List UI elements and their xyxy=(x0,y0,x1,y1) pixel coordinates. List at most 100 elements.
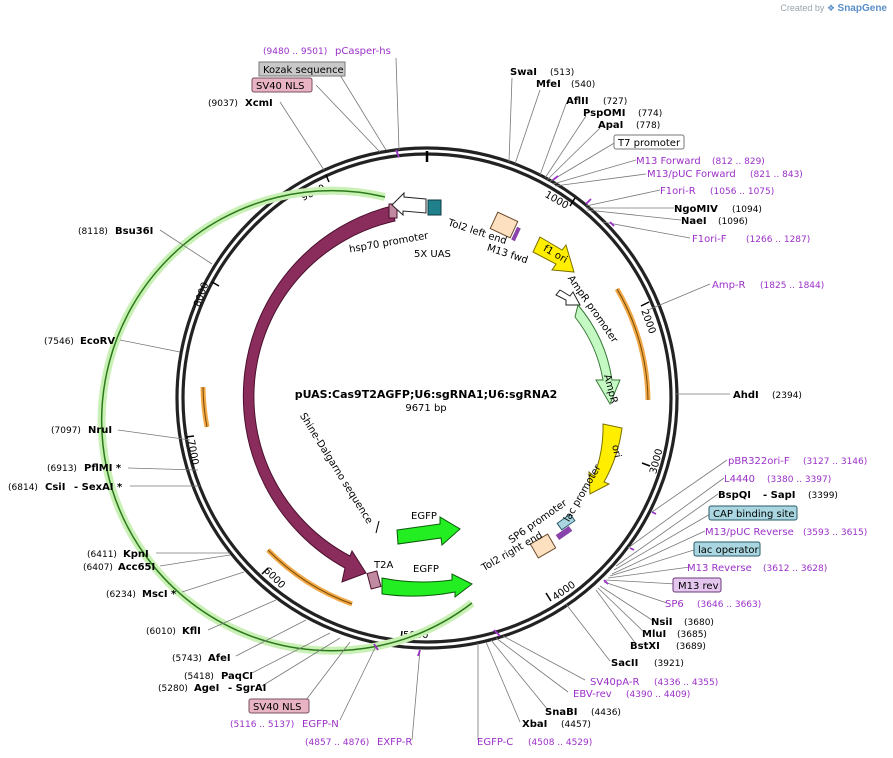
site-bsu36i-pos: (8118) xyxy=(78,227,108,237)
site-kfli-name[interactable]: KflI xyxy=(182,626,201,637)
cap-binding-box[interactable] xyxy=(708,505,798,521)
site-m13-reverse-name[interactable]: M13 Reverse xyxy=(687,563,752,574)
lac-operator-box[interactable] xyxy=(693,541,761,557)
tick-label-8000: 8000 xyxy=(192,281,211,309)
site-mfei-name[interactable]: MfeI xyxy=(536,79,561,90)
orange-band-egfp-line xyxy=(267,549,353,605)
cas9-feature[interactable] xyxy=(242,205,396,583)
site-m13-forward-name[interactable]: M13 Forward xyxy=(636,156,701,167)
ori-feature[interactable] xyxy=(588,423,623,495)
sv40-nls-box-top[interactable] xyxy=(251,77,313,93)
ampr-feature[interactable] xyxy=(574,303,621,406)
site-f1ori-f-pos: (1266 .. 1287) xyxy=(746,235,810,245)
site-m13puc-reverse-name[interactable]: M13/pUC Reverse xyxy=(705,527,794,538)
site-sp6-name[interactable]: SP6 xyxy=(665,599,684,610)
site-m13puc-forward-name[interactable]: M13/pUC Forward xyxy=(647,169,736,180)
site-csii-name[interactable]: CsiI xyxy=(45,482,65,493)
orange-band-ampr-line xyxy=(616,288,649,401)
site-ebv-rev-pos: (4390 .. 4409) xyxy=(626,690,690,700)
site-swai-name[interactable]: SwaI xyxy=(510,67,537,78)
site-l4440-name[interactable]: L4440 xyxy=(724,474,755,485)
site-f1ori-f-name[interactable]: F1ori-F xyxy=(692,234,727,245)
uas-feature[interactable] xyxy=(427,199,442,216)
site-m13-reverse-pos: (3612 .. 3628) xyxy=(763,564,827,574)
site-amp-r-name[interactable]: Amp-R xyxy=(712,280,746,291)
site-ecorv-pos: (7546) xyxy=(44,337,74,347)
kozak-box[interactable] xyxy=(258,61,346,77)
sv40-nls-box-bottom[interactable] xyxy=(248,698,310,714)
t7-promoter-box[interactable] xyxy=(613,134,685,150)
site-exfp-r-name[interactable]: EXFP-R xyxy=(377,737,412,748)
site-csii-alt[interactable]: - SexAI * xyxy=(74,482,123,493)
site-sp6-pos: (3646 .. 3663) xyxy=(697,600,761,610)
site-apai-pos: (778) xyxy=(636,121,660,131)
site-agei-alt[interactable]: - SgrAI xyxy=(228,683,266,694)
site-sv40pa-r-name[interactable]: SV40pA-R xyxy=(590,677,639,688)
orf-band-line xyxy=(100,190,473,652)
site-bspqi-alt[interactable]: - SapI xyxy=(763,490,795,501)
site-naei-name[interactable]: NaeI xyxy=(681,216,707,227)
t2a-box xyxy=(366,570,382,590)
egfp-feature-1[interactable] xyxy=(396,516,461,546)
site-egfp-c-name[interactable]: EGFP-C xyxy=(477,737,513,748)
tick-label-7000: 7000 xyxy=(185,439,200,466)
site-bstxi-pos: (3689) xyxy=(676,642,706,652)
site-l4440-pos: (3380 .. 3397) xyxy=(767,475,831,485)
site-bspqi-name[interactable]: BspQI xyxy=(718,490,751,501)
site-ngomiv-name[interactable]: NgoMIV xyxy=(674,204,718,215)
site-ecorv-name[interactable]: EcoRV xyxy=(80,336,115,347)
site-agei-name[interactable]: AgeI xyxy=(194,683,219,694)
site-msci-name[interactable]: MscI * xyxy=(142,589,177,600)
site-ebv-rev-name[interactable]: EBV-rev xyxy=(573,689,612,700)
hsp70-promoter-feature[interactable] xyxy=(391,191,427,217)
egfp-feature-2[interactable] xyxy=(381,573,473,599)
site-mlui-pos: (3685) xyxy=(677,630,707,640)
site-apai-name[interactable]: ApaI xyxy=(598,120,623,131)
site-snabi-name[interactable]: SnaBI xyxy=(545,707,577,718)
site-f1ori-r-name[interactable]: F1ori-R xyxy=(660,186,696,197)
site-nrui-name[interactable]: NruI xyxy=(88,425,112,436)
m13-rev-feature xyxy=(555,525,573,541)
lac-operator-label: lac operator xyxy=(698,545,759,556)
m13-fwd-label: M13 fwd xyxy=(485,243,529,267)
site-m13-forward-pos: (812 .. 829) xyxy=(712,157,765,167)
site-pspomi-name[interactable]: PspOMI xyxy=(583,108,625,119)
sv40-nls-label-bottom: SV40 NLS xyxy=(253,702,302,713)
sv40-nls-label-top: SV40 NLS xyxy=(256,81,305,92)
site-bstxi-name[interactable]: BstXI xyxy=(630,641,660,652)
site-pflmi-name[interactable]: PflMI * xyxy=(84,463,122,474)
tol2-left-feature[interactable] xyxy=(489,211,519,239)
site-msci-pos: (6234) xyxy=(106,590,136,600)
site-egfp-n-name[interactable]: EGFP-N xyxy=(302,719,339,730)
site-bsu36i-name[interactable]: Bsu36I xyxy=(115,226,153,237)
site-xcmi-pos: (9037) xyxy=(208,99,238,109)
egfp-label-2: EGFP xyxy=(413,564,439,575)
site-m13puc-forward-pos: (821 .. 843) xyxy=(750,170,803,180)
site-mfei-pos: (540) xyxy=(571,80,595,90)
ampr-promoter-feature[interactable] xyxy=(555,289,581,306)
m13-rev-box[interactable] xyxy=(672,577,722,593)
site-kpni-name[interactable]: KpnI xyxy=(123,549,149,560)
m13-rev-label: M13 rev xyxy=(678,581,719,592)
uas-label: 5X UAS xyxy=(414,249,451,260)
site-pbr322ori-f-name[interactable]: pBR322ori-F xyxy=(728,456,790,467)
site-aflii-name[interactable]: AflII xyxy=(566,96,589,107)
leader-lines xyxy=(117,57,730,741)
tol2-right-feature[interactable] xyxy=(529,533,557,559)
site-mlui-name[interactable]: MluI xyxy=(642,629,666,640)
shine-dalgarno-mark xyxy=(375,520,380,534)
site-xcmi-name[interactable]: XcmI xyxy=(245,98,273,109)
site-pcasper-name[interactable]: pCasper-hs xyxy=(335,46,391,57)
cas9-label: Cas9 xyxy=(228,367,243,395)
site-nrui-pos: (7097) xyxy=(51,426,81,436)
site-acc65i-name[interactable]: Acc65I xyxy=(118,562,155,573)
site-xbai-name[interactable]: XbaI xyxy=(522,719,547,730)
site-sacii-name[interactable]: SacII xyxy=(611,658,638,669)
snapgene-logo-icon: ❖ xyxy=(826,3,836,13)
f1-ori-feature[interactable] xyxy=(532,236,575,273)
site-nsii-name[interactable]: NsiI xyxy=(651,617,672,628)
site-afei-name[interactable]: AfeI xyxy=(208,653,231,664)
site-paqci-name[interactable]: PaqCI xyxy=(221,671,253,682)
site-ahdi-name[interactable]: AhdI xyxy=(733,390,759,401)
position-ticks xyxy=(185,174,651,641)
